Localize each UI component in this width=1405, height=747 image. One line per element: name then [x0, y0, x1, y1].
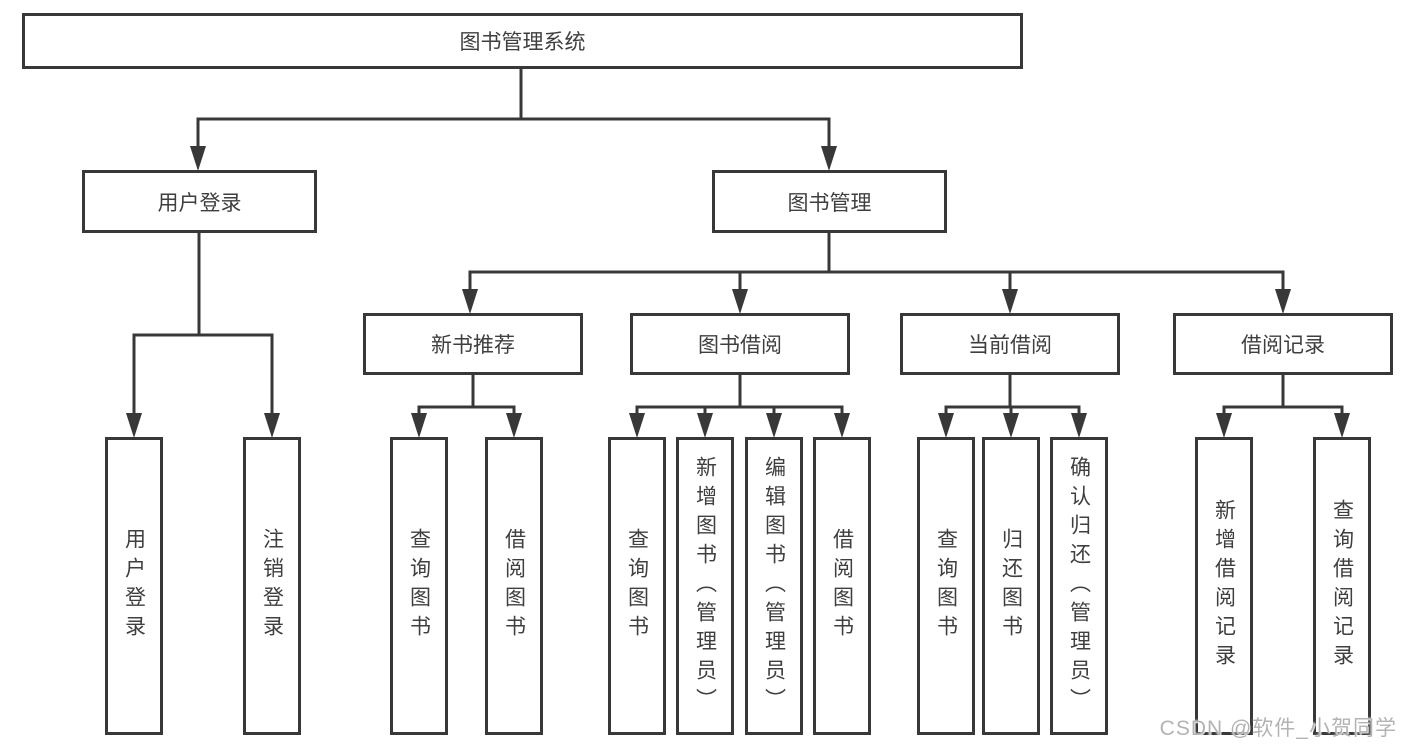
leaf-user-login: 用户登录	[105, 437, 163, 735]
node-label: 新书推荐	[431, 334, 515, 357]
node-label: 当前借阅	[968, 334, 1052, 357]
node-label: 新增借阅记录	[1212, 499, 1236, 673]
arrow-icon	[190, 146, 206, 171]
node-label: 新增图书（管理员）	[693, 455, 717, 717]
node-label: 借阅图书	[502, 528, 526, 644]
arrow-icon	[766, 413, 782, 438]
node-label: 编辑图书（管理员）	[762, 455, 786, 717]
node-label: 借阅记录	[1241, 334, 1325, 357]
node-label: 查询图书	[625, 528, 649, 644]
node-book-management: 图书管理	[712, 170, 947, 233]
arrow-icon	[1071, 413, 1087, 438]
node-label: 查询借阅记录	[1330, 499, 1354, 673]
arrow-icon	[821, 146, 837, 171]
connector-bookmgmt-to-level3	[468, 231, 1285, 293]
arrow-icon	[938, 413, 954, 438]
arrow-icon	[264, 413, 280, 438]
arrow-icon	[732, 289, 748, 314]
leaf-borrow-books-2: 借阅图书	[813, 437, 871, 735]
arrow-icon	[629, 413, 645, 438]
arrow-icon	[1334, 413, 1350, 438]
node-label: 借阅图书	[830, 528, 854, 644]
arrow-icon	[411, 413, 427, 438]
connector-userlogin-to-leaves	[132, 231, 274, 417]
node-label: 用户登录	[122, 528, 146, 644]
connector-borrowing-to-leaves	[635, 373, 844, 417]
node-book-borrowing: 图书借阅	[630, 313, 850, 375]
node-label: 注销登录	[260, 528, 284, 644]
arrow-icon	[1216, 413, 1232, 438]
node-borrowing-records: 借阅记录	[1173, 313, 1393, 375]
node-label: 图书借阅	[698, 334, 782, 357]
arrow-icon	[506, 413, 522, 438]
leaf-query-books-3: 查询图书	[917, 437, 975, 735]
leaf-borrow-books-1: 借阅图书	[485, 437, 543, 735]
arrow-icon	[1003, 413, 1019, 438]
node-label: 归还图书	[999, 528, 1023, 644]
node-current-borrowing: 当前借阅	[900, 313, 1120, 375]
node-label: 图书管理	[787, 191, 872, 215]
node-new-book-recommend: 新书推荐	[363, 313, 583, 375]
arrowheads	[126, 146, 1350, 438]
leaf-edit-books-admin: 编辑图书（管理员）	[745, 437, 803, 735]
node-label: 查询图书	[934, 528, 958, 644]
node-label: 图书管理系统	[459, 31, 586, 54]
leaf-query-borrow-record: 查询借阅记录	[1313, 437, 1371, 735]
connector-current-to-leaves	[944, 373, 1081, 417]
node-label: 确认归还（管理员）	[1067, 455, 1091, 717]
node-label: 查询图书	[407, 528, 431, 644]
connector-newbook-to-leaves	[417, 373, 516, 417]
leaf-add-books-admin: 新增图书（管理员）	[676, 437, 734, 735]
leaf-query-books-1: 查询图书	[390, 437, 448, 735]
node-library-system: 图书管理系统	[22, 13, 1023, 69]
arrow-icon	[126, 413, 142, 438]
arrow-icon	[834, 413, 850, 438]
leaf-add-borrow-record: 新增借阅记录	[1195, 437, 1253, 735]
leaf-query-books-2: 查询图书	[608, 437, 666, 735]
connector-root-to-level2	[196, 67, 831, 150]
arrow-icon	[462, 289, 478, 314]
arrow-icon	[697, 413, 713, 438]
connector-records-to-leaves	[1222, 373, 1344, 417]
leaf-confirm-return-admin: 确认归还（管理员）	[1050, 437, 1108, 735]
watermark: CSDN @软件_小贺同学	[1159, 717, 1397, 740]
leaf-return-books: 归还图书	[982, 437, 1040, 735]
leaf-logout: 注销登录	[243, 437, 301, 735]
node-label: 用户登录	[157, 191, 242, 215]
arrow-icon	[1275, 289, 1291, 314]
arrow-icon	[1002, 289, 1018, 314]
node-user-login: 用户登录	[82, 170, 317, 233]
